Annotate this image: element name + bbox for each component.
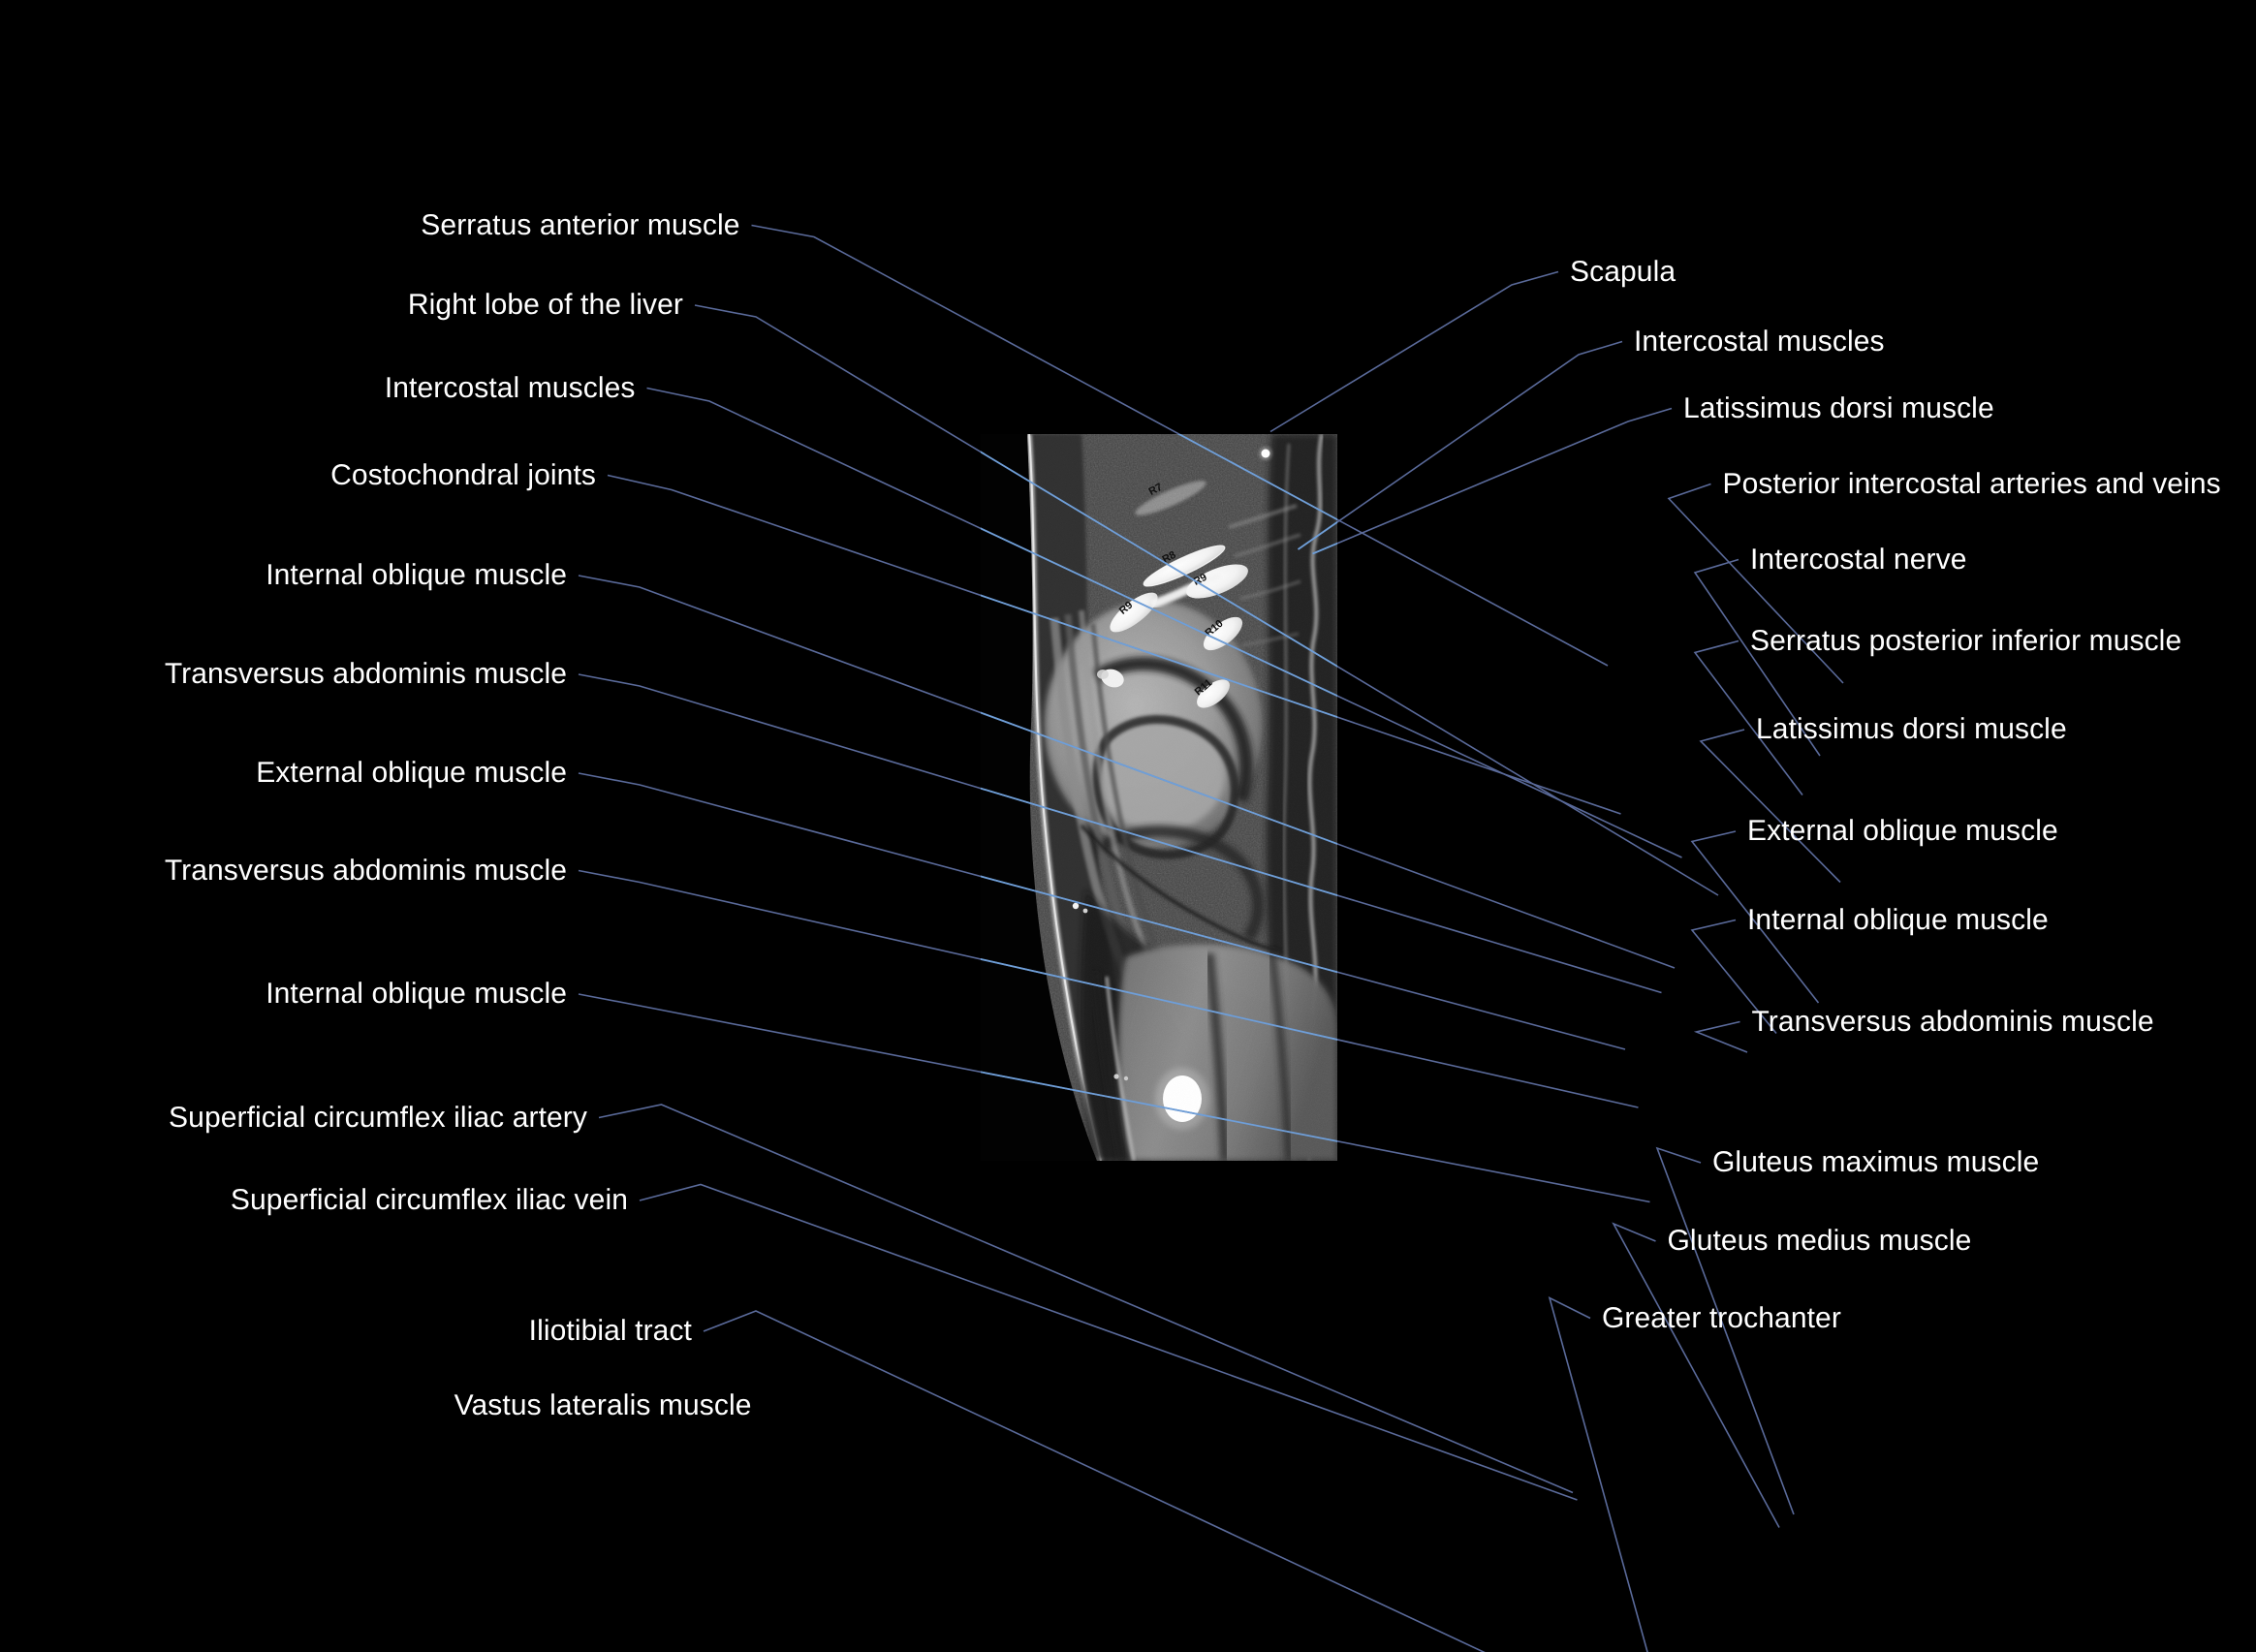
label-external-oblique-muscle-right: External oblique muscle (1747, 815, 2058, 847)
leader-inpanel-superficial-circumflex-iliac-art (599, 1105, 1573, 1493)
label-latissimus-dorsi-muscle-upper: Latissimus dorsi muscle (1683, 391, 1994, 424)
label-transversus-abdominis-muscle-lo: Transversus abdominis muscle (164, 854, 567, 887)
label-posterior-intercostal-arteries: Posterior intercostal arteries and veins (1722, 467, 2221, 500)
label-scapula: Scapula (1570, 255, 1676, 288)
leader-inpanel-iliotibial-tract (704, 1311, 1618, 1652)
label-intercostal-muscles-left: Intercostal muscles (384, 371, 636, 404)
label-gluteus-maximus-muscle: Gluteus maximus muscle (1712, 1146, 2040, 1178)
leader-inpanel-greater-trochanter (1550, 1298, 1660, 1652)
label-right-lobe-of-the-liver: Right lobe of the liver (407, 289, 683, 321)
label-external-oblique-muscle-left: External oblique muscle (256, 757, 567, 789)
label-internal-oblique-muscle-lower: Internal oblique muscle (266, 978, 567, 1010)
leader-gluteus-medius-muscle (1612, 1222, 1780, 1528)
leader-inpanel-latissimus-dorsi-muscle-upper (1312, 542, 1337, 555)
leader-superficial-circumflex-iliac-art (598, 1104, 1574, 1494)
label-vastus-lateralis-muscle: Vastus lateralis muscle (454, 1388, 752, 1421)
label-intercostal-nerve: Intercostal nerve (1750, 543, 1967, 576)
leader-inpanel-intercostal-muscles-right (1297, 520, 1337, 550)
leader-superficial-circumflex-iliac-vein (639, 1183, 1578, 1501)
leader-latissimus-dorsi-muscle-upper (1312, 407, 1673, 555)
label-superficial-circumflex-iliac-vein: Superficial circumflex iliac vein (230, 1184, 628, 1216)
leader-transversus-abdominis-muscle-rt (1693, 1020, 1748, 1053)
leader-inpanel-scapula (1270, 272, 1558, 432)
leader-latissimus-dorsi-muscle-lower (1699, 729, 1841, 884)
label-costochondral-joints: Costochondral joints (330, 458, 596, 491)
label-superficial-circumflex-iliac-art: Superficial circumflex iliac artery (169, 1101, 587, 1134)
label-iliotibial-tract: Iliotibial tract (528, 1315, 692, 1347)
leader-inpanel-gluteus-medius-muscle (1614, 1224, 1779, 1528)
label-greater-trochanter: Greater trochanter (1602, 1301, 1841, 1334)
leader-inpanel-superficial-circumflex-iliac-vein (640, 1185, 1578, 1501)
label-serratus-anterior-muscle: Serratus anterior muscle (421, 208, 740, 241)
leader-iliotibial-tract (703, 1310, 1486, 1652)
leader-greater-trochanter (1548, 1295, 1648, 1652)
leader-intercostal-muscles-right (1298, 340, 1623, 550)
leader-scapula (1269, 270, 1559, 433)
leader-inpanel-transversus-abdominis-muscle-rt (1697, 1022, 1748, 1053)
label-transversus-abdominis-muscle-up: Transversus abdominis muscle (164, 658, 567, 690)
label-internal-oblique-muscle-right: Internal oblique muscle (1747, 903, 2049, 936)
label-intercostal-muscles-right: Intercostal muscles (1634, 325, 1885, 358)
label-gluteus-medius-muscle: Gluteus medius muscle (1667, 1225, 1972, 1257)
label-latissimus-dorsi-muscle-lower: Latissimus dorsi muscle (1756, 713, 2067, 745)
label-transversus-abdominis-muscle-rt: Transversus abdominis muscle (1751, 1005, 2154, 1038)
label-serratus-posterior-inferior-muscle: Serratus posterior inferior muscle (1750, 624, 2182, 657)
leader-inpanel-latissimus-dorsi-muscle-lower (1701, 730, 1840, 883)
label-internal-oblique-muscle-upper: Internal oblique muscle (266, 559, 567, 591)
